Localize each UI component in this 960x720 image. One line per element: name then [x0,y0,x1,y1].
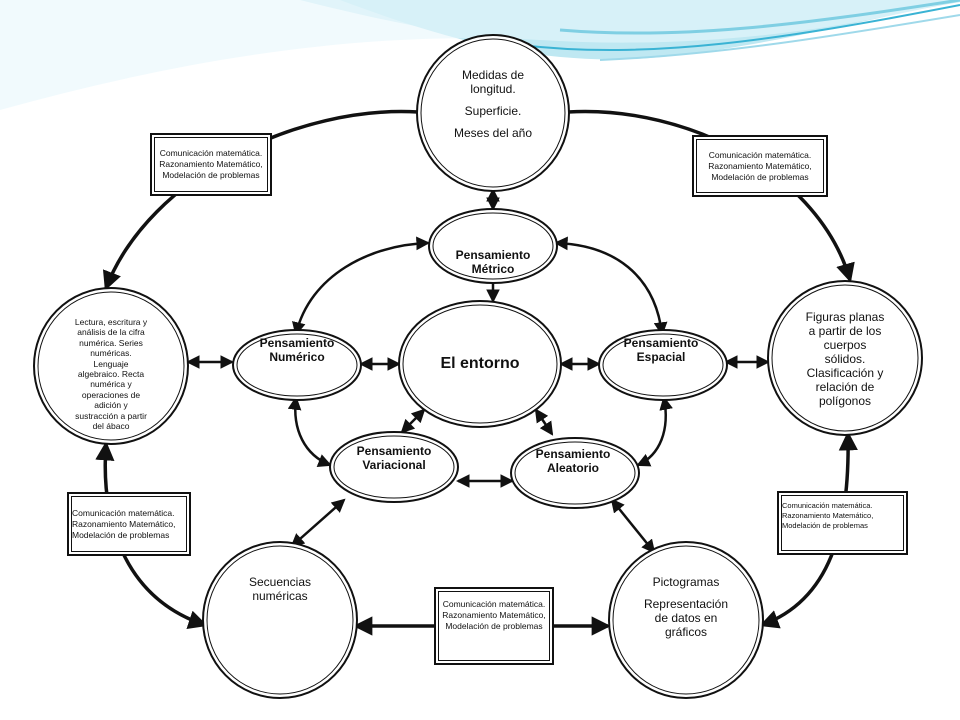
box-bottom-line: Modelación de problemas [445,621,543,631]
node-numerico: Pensamiento Numérico [237,336,357,364]
node-secuencias-line: Secuencias [248,575,312,589]
connector-numerico-to-variacional [287,395,332,468]
node-pictogramas-line: Pictogramas [652,575,720,589]
node-lectura: Lectura, escritura y análisis de la cifr… [56,317,166,431]
connector-espacial-to-aleatorio [636,395,673,467]
box-bottom: Comunicación matemática. Razonamiento Ma… [434,587,554,665]
node-lectura-line: algebraico. Recta [77,369,145,380]
node-figuras-line: Figuras planas [805,310,885,324]
node-lectura-line: del ábaco [92,421,130,432]
connector-metrico-to-espacial [553,236,668,337]
node-pictogramas-line: Representación [643,597,729,611]
connector-variacional-to-secuencias [290,498,346,548]
node-medidas-line: Superficie. [464,104,522,118]
node-pictogramas-line: de datos en [654,611,718,625]
inner-connectors [185,187,771,554]
node-entorno-label: El entorno [440,355,520,372]
node-medidas-line: Meses del año [453,126,533,140]
box-top-left-line: Modelación de problemas [162,170,260,180]
box-top-right-line: Modelación de problemas [711,171,809,182]
node-lectura-line: numérica. Series [79,337,143,348]
box-left-mid-line: Modelación de problemas [72,529,170,540]
node-pictogramas: Pictogramas Representación de datos en g… [626,575,746,639]
node-espacial-shape [598,329,728,401]
node-secuencias-line: numéricas [252,589,308,603]
box-right-mid-line: Razonamiento Matemático, [782,511,874,520]
node-lectura-line: Lenguaje [93,358,129,369]
node-figuras-line: cuerpos [823,338,867,352]
box-left-mid-line: Razonamiento Matemático, [72,518,176,529]
connector-lectura-to-secuencias [95,441,208,629]
box-right-mid-line: Comunicación matemática. [782,501,873,510]
node-numerico-shape [232,329,362,401]
connector-figuras-to-pictogramas [759,431,858,629]
node-metrico-shape [428,208,558,284]
node-variacional-line: Variacional [362,458,426,472]
node-pictogramas-shape [608,541,764,699]
node-variacional-shape [329,431,459,503]
node-lectura-line: análisis de la cifra [77,327,145,338]
node-espacial-line: Pensamiento [623,336,699,350]
node-entorno: El entorno [410,354,550,374]
node-figuras-line: sólidos. [824,352,866,366]
node-metrico-line: Pensamiento [455,248,531,262]
node-numerico-line: Pensamiento [259,336,335,350]
node-medidas: Medidas de longitud. Superficie. Meses d… [433,68,553,140]
node-medidas-gap [433,118,553,126]
node-numerico-line: Numérico [269,350,325,364]
connector-entorno-to-aleatorio [534,408,554,436]
node-secuencias-shape [202,541,358,699]
box-bottom-line: Razonamiento Matemático, [442,610,546,620]
node-aleatorio-line: Pensamiento [535,447,611,461]
node-aleatorio: Pensamiento Aleatorio [513,447,633,475]
node-espacial: Pensamiento Espacial [601,336,721,364]
box-top-right-line: Comunicación matemática. [708,149,812,160]
node-figuras: Figuras planas a partir de los cuerpos s… [785,310,905,408]
box-top-left: Comunicación matemática. Razonamiento Ma… [150,133,272,196]
box-top-right: Comunicación matemática. Razonamiento Ma… [692,135,828,197]
node-figuras-line: Clasificación y [806,366,884,380]
node-lectura-line: adición y [94,400,128,411]
node-entorno-shape [398,300,562,428]
node-metrico-line: Métrico [471,262,515,276]
connector-aleatorio-to-pictogramas [610,498,656,554]
node-variacional: Pensamiento Variacional [334,444,454,472]
node-lectura-line: numérica y [90,379,132,390]
node-medidas-line: longitud. [470,82,516,96]
connector-entorno-to-variacional [400,408,426,434]
node-espacial-line: Espacial [636,350,686,364]
box-top-right-line: Razonamiento Matemático, [708,160,812,171]
node-shapes [33,34,923,699]
node-lectura-line: Lectura, escritura y [74,317,148,327]
node-metrico: Pensamiento Métrico [433,248,553,276]
box-left-mid: Comunicación matemática. Razonamiento Ma… [67,492,191,556]
node-variacional-line: Pensamiento [356,444,432,458]
node-lectura-line: operaciones de [81,389,141,400]
node-lectura-line: sustracción a partir [75,410,147,421]
node-aleatorio-shape [510,437,640,509]
node-aleatorio-line: Aleatorio [546,461,599,475]
node-figuras-line: relación de [815,380,875,394]
box-right-mid: Comunicación matemática. Razonamiento Ma… [777,491,908,555]
node-lectura-line: numéricas. [90,348,132,359]
box-bottom-line: Comunicación matemática. [442,599,546,609]
node-figuras-line: polígonos [818,394,872,408]
box-right-mid-line: Modelación de problemas [782,521,868,530]
node-secuencias: Secuencias numéricas [220,575,340,603]
box-top-left-line: Comunicación matemática. [159,148,263,158]
node-figuras-shape [767,280,923,436]
node-medidas-line: Medidas de [461,68,525,82]
node-medidas-gap [433,96,553,104]
node-pictogramas-gap [626,589,746,597]
node-medidas-shape [416,34,570,192]
node-figuras-line: a partir de los [808,324,882,338]
box-top-left-line: Razonamiento Matemático, [159,159,263,169]
node-pictogramas-line: gráficos [664,625,708,639]
box-left-mid-line: Comunicación matemática. [72,507,175,518]
node-lectura-shape [33,287,189,445]
connector-metrico-to-numerico [292,236,431,337]
